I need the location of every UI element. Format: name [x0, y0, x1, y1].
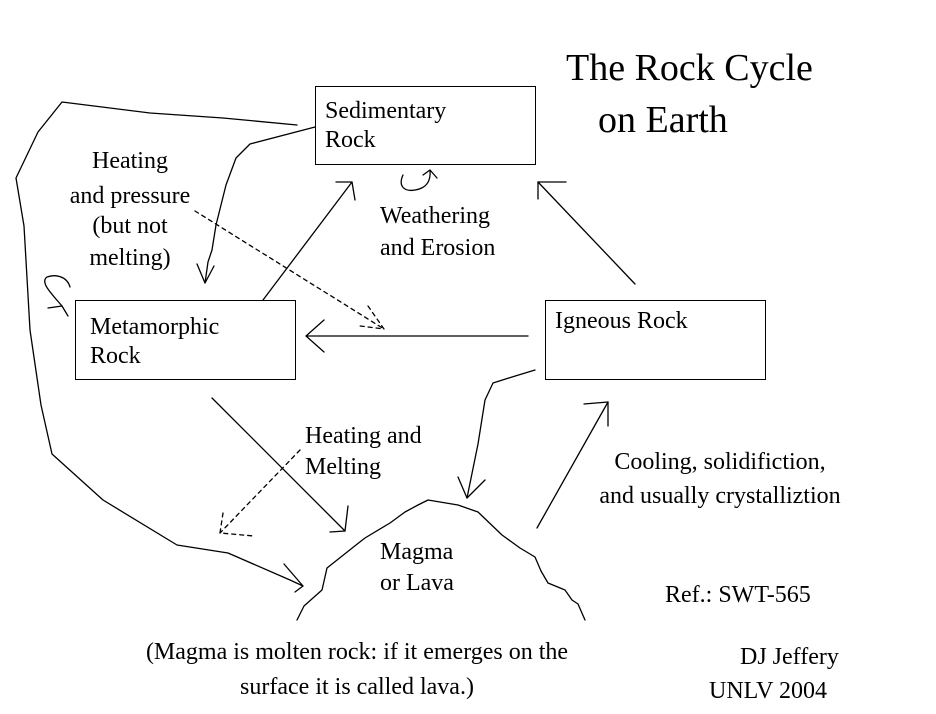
metamorphic-rock-label-line2: Rock [90, 342, 141, 369]
sedimentary-rock-box: Sedimentary Rock [315, 86, 536, 165]
reference-label: Ref.: SWT-565 [665, 582, 811, 608]
credit-author: DJ Jeffery [740, 644, 839, 670]
dashed-arrowhead [359, 305, 385, 330]
arrow-igneous-to-sedimentary [537, 181, 636, 285]
credit-org: UNLV 2004 [709, 678, 828, 704]
arrowhead [196, 263, 215, 284]
heating-melting-label-line2: Melting [305, 454, 381, 480]
igneous-rock-box: Igneous Rock [545, 300, 766, 380]
igneous-rock-label: Igneous Rock [555, 308, 688, 334]
weathering-label-line2: and Erosion [380, 235, 496, 261]
footnote-line2: surface it is called lava.) [240, 674, 474, 700]
heating-melting-label-line1: Heating and [305, 423, 422, 449]
weathering-label-line1: Weathering [380, 203, 491, 229]
arrowhead [305, 319, 325, 353]
arrowhead [422, 169, 438, 179]
heating-pressure-label-line2: and pressure [69, 183, 191, 209]
arrow-metamorphic-self-loop [44, 275, 71, 307]
magma-label-line2: or Lava [380, 570, 454, 596]
heating-pressure-label-line4: melting) [89, 245, 171, 271]
arrow-metamorphic-to-sedimentary [262, 181, 353, 301]
magma-mound-shape [296, 499, 586, 621]
diagram-title-line2: on Earth [598, 99, 728, 141]
arrow-magma-to-igneous [536, 401, 609, 529]
magma-label-line1: Magma [380, 539, 454, 565]
footnote-line1: (Magma is molten rock: if it emerges on … [145, 639, 569, 665]
dashed-arrowhead [219, 512, 255, 537]
dashed-arrow-to-igneous [194, 210, 385, 330]
arrow-metamorphic-to-magma [211, 397, 346, 532]
arrowhead [283, 563, 304, 593]
arrow-sedimentary-to-metamorphic [204, 126, 316, 284]
arrowhead [583, 401, 609, 427]
cooling-label-line1: Cooling, solidifiction, [614, 449, 826, 475]
arrowhead [335, 181, 356, 201]
arrow-sedimentary-to-magma-loop [15, 101, 304, 587]
dashed-arrow-to-magma [219, 449, 301, 534]
diagram-title-line1: The Rock Cycle [566, 47, 813, 89]
sedimentary-rock-label-line1: Sedimentary [325, 98, 447, 124]
arrow-igneous-to-magma [466, 369, 536, 499]
metamorphic-rock-box: Metamorphic Rock [75, 300, 296, 380]
arrowhead [537, 181, 567, 200]
arrowhead [329, 505, 349, 533]
heating-pressure-label-line3: (but not [92, 213, 168, 239]
metamorphic-rock-label-line1: Metamorphic [90, 314, 220, 340]
arrowhead [47, 305, 69, 317]
arrowhead [457, 476, 486, 499]
arrow-sedimentary-self-loop [400, 169, 431, 192]
sedimentary-rock-label-line2: Rock [325, 126, 376, 153]
heating-pressure-label-line1: Heating [92, 148, 168, 174]
cooling-label-line2: and usually crystalliztion [599, 483, 841, 509]
